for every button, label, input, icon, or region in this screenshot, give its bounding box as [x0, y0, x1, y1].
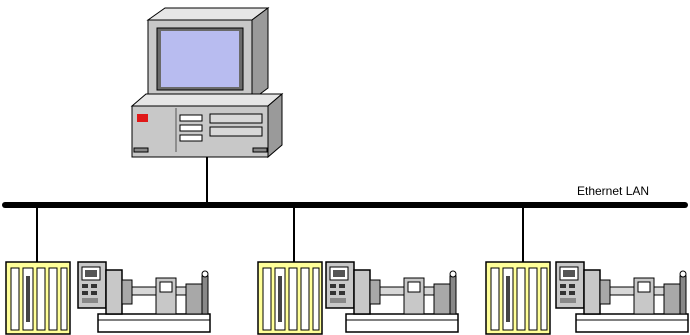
- ethernet-lan-label: Ethernet LAN: [577, 184, 649, 198]
- machine-group-3: [486, 262, 688, 334]
- machine-group-2: [258, 262, 458, 334]
- machine-group-1: [6, 262, 210, 334]
- controller-cabinet-icon: [6, 262, 70, 334]
- controller-cabinet-icon: [486, 262, 550, 334]
- ethernet-bus-line: [2, 202, 688, 208]
- system-unit-icon: [132, 94, 282, 157]
- cnc-lathe-icon: [78, 262, 210, 332]
- cnc-lathe-icon: [326, 262, 458, 332]
- controller-cabinet-icon: [258, 262, 322, 334]
- monitor-icon: [148, 8, 268, 106]
- power-indicator-icon: [137, 114, 148, 122]
- desktop-computer-icon: [132, 8, 282, 157]
- cnc-lathe-icon: [556, 262, 688, 332]
